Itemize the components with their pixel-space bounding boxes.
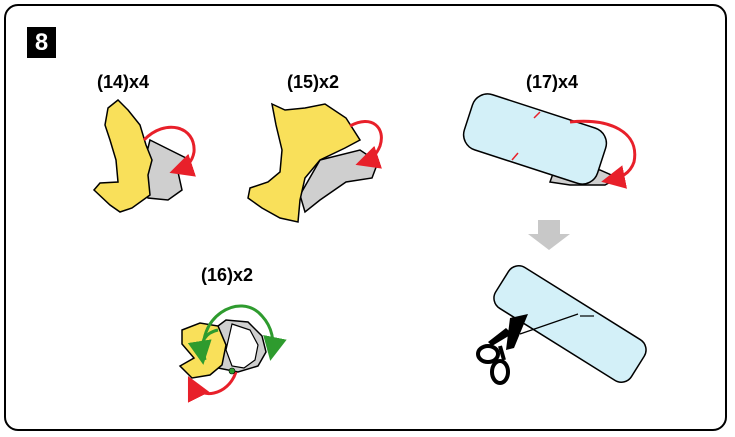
- part-16-fold-arrow-green-left: [187, 328, 219, 365]
- part-14-fold-arrow: [142, 125, 197, 177]
- part-14-illustration: [92, 98, 197, 213]
- part-15-label: (15)x2: [287, 72, 340, 92]
- part-16-white-piece: [225, 323, 259, 369]
- part-17-fold-arrow: [569, 119, 637, 189]
- part-16-fold-arrow-green-top: [201, 304, 287, 361]
- part-17-blue-piece: [462, 93, 608, 185]
- part-15-fold-arrow: [349, 120, 383, 169]
- step-number-badge: 8: [27, 27, 56, 58]
- cut-line: [519, 313, 579, 335]
- part-14-label: (14)x4: [97, 72, 150, 92]
- next-step-down-arrow: [528, 220, 570, 250]
- cut-step-illustration: [476, 265, 647, 385]
- part-15-yellow-piece: [247, 102, 362, 223]
- part-16-illustration: [178, 304, 287, 403]
- panel-frame: [4, 4, 727, 431]
- part-14-yellow-piece: [92, 98, 153, 213]
- scissors-icon: [476, 314, 528, 385]
- part-17-illustration: [462, 93, 637, 189]
- part-17-cut-mark-top: [533, 111, 541, 119]
- part-17-cut-mark-bottom: [511, 152, 519, 161]
- cut-blue-piece: [493, 265, 647, 383]
- part-15-illustration: [247, 102, 383, 223]
- part-17-label: (17)x4: [526, 72, 579, 92]
- part-16-label: (16)x2: [201, 265, 254, 285]
- part-16-glue-dot: [228, 367, 236, 375]
- part-16-fold-arrow-red: [187, 371, 238, 403]
